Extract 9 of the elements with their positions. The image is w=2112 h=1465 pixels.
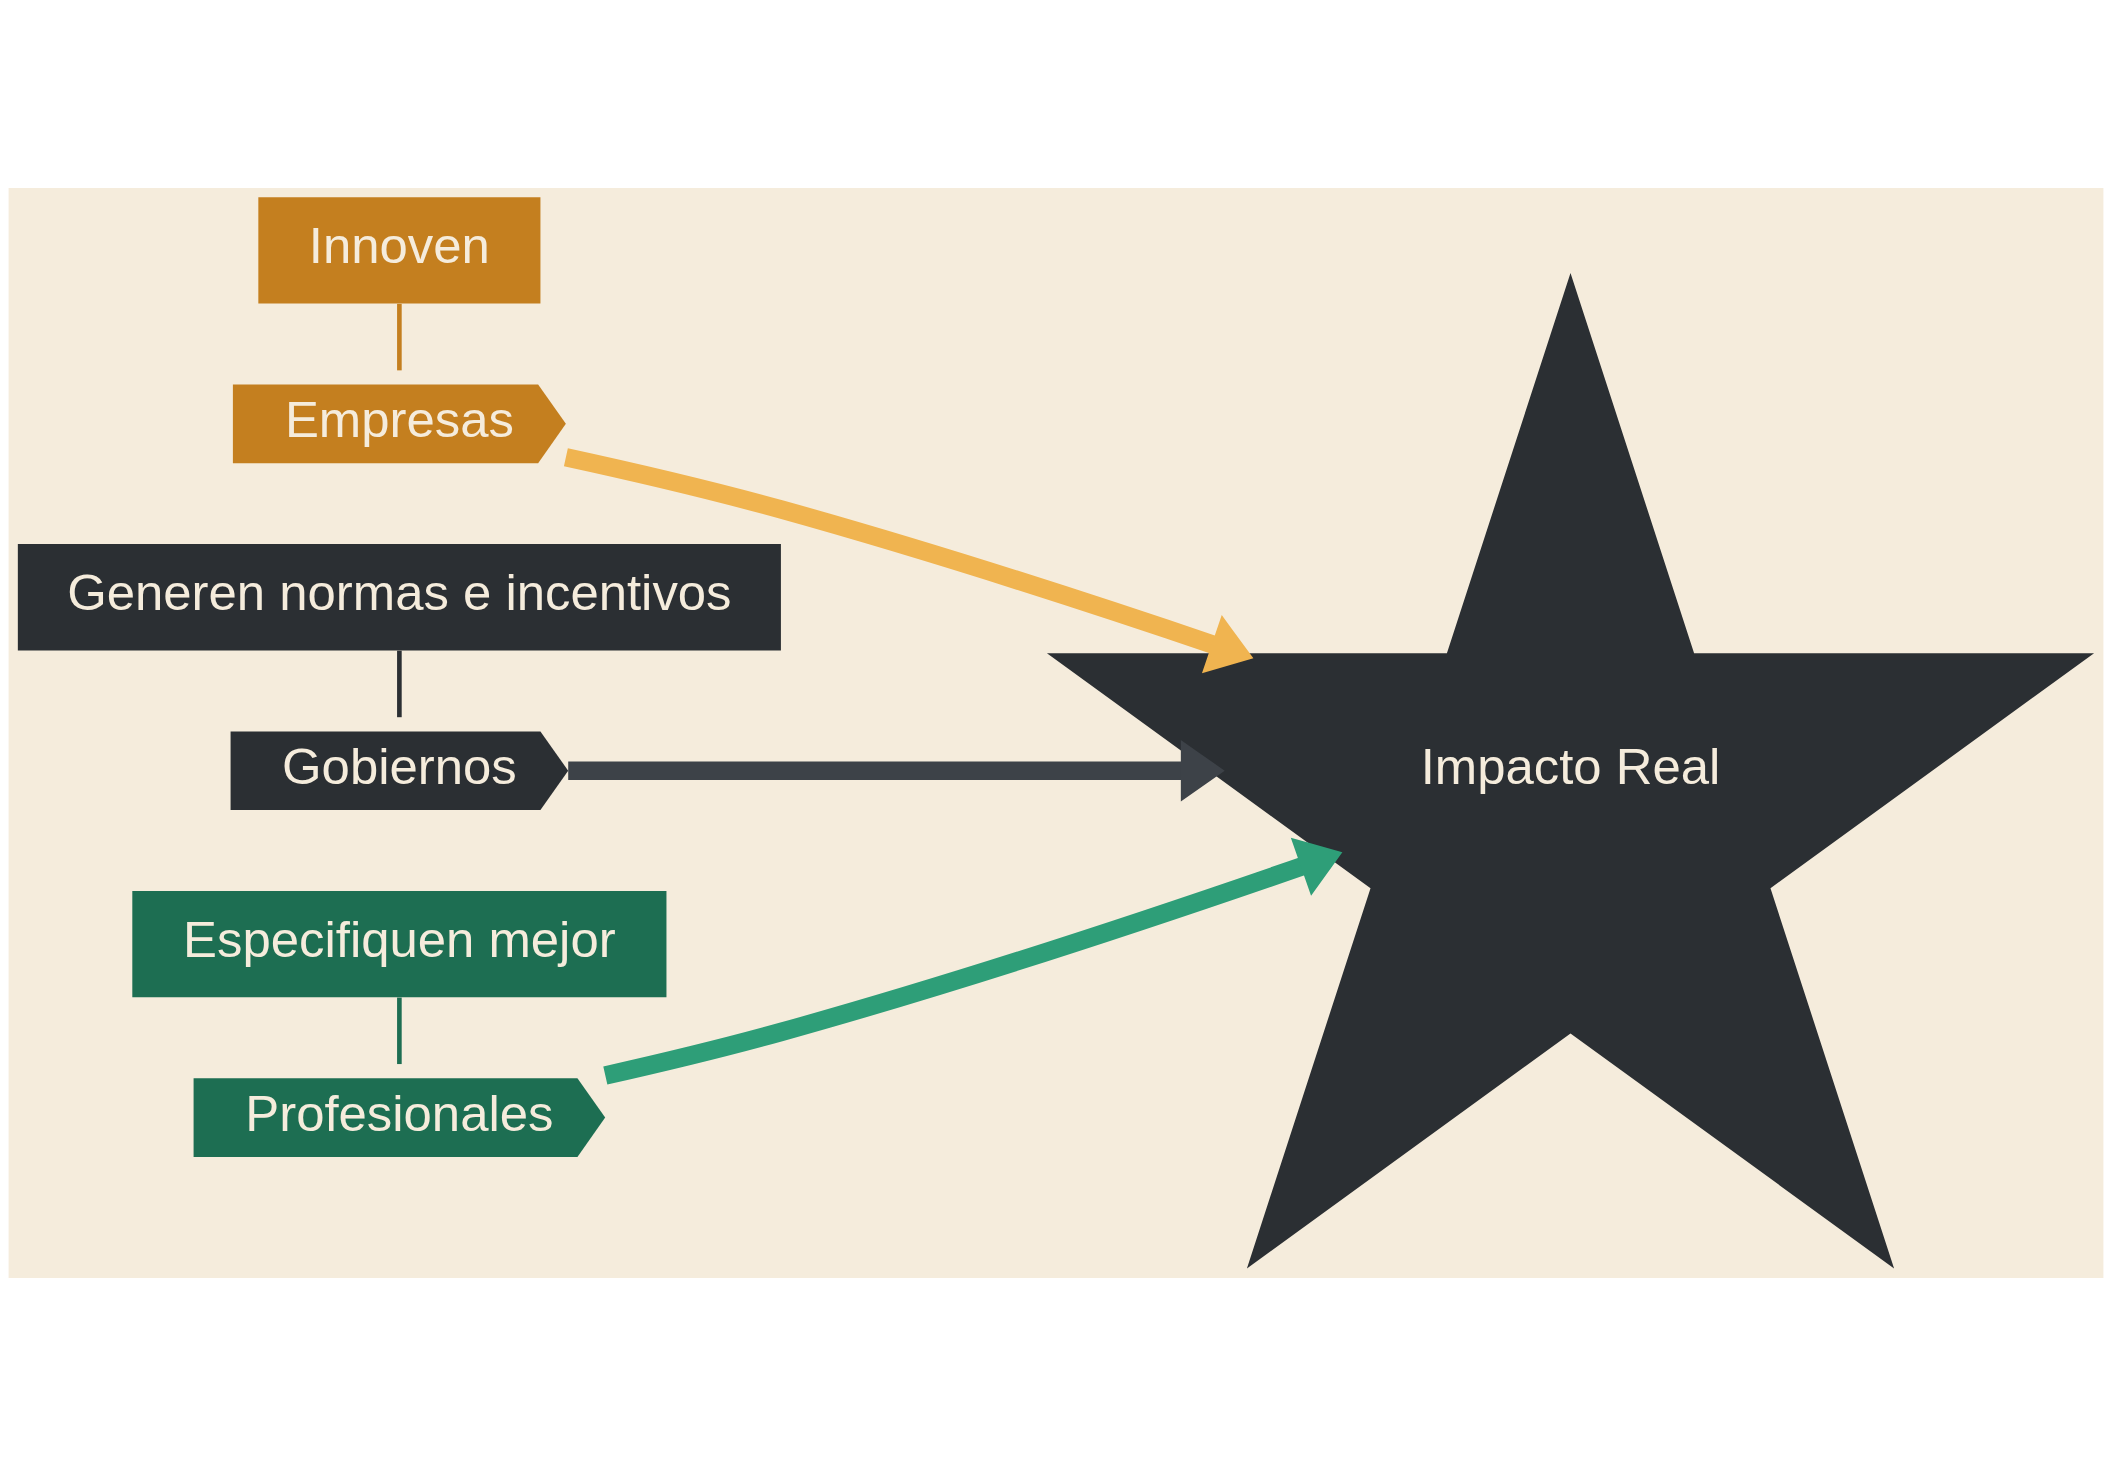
node-box: Generen normas e incentivos: [17, 543, 781, 650]
node-box: Innoven: [258, 196, 541, 304]
arrow: [563, 447, 1254, 673]
connector: [397, 303, 402, 370]
arrow: [568, 739, 1225, 801]
connector: [397, 997, 402, 1064]
connector: [397, 650, 402, 717]
node-box: Especifiquen mejor: [132, 890, 667, 997]
arrow: [603, 837, 1343, 1085]
